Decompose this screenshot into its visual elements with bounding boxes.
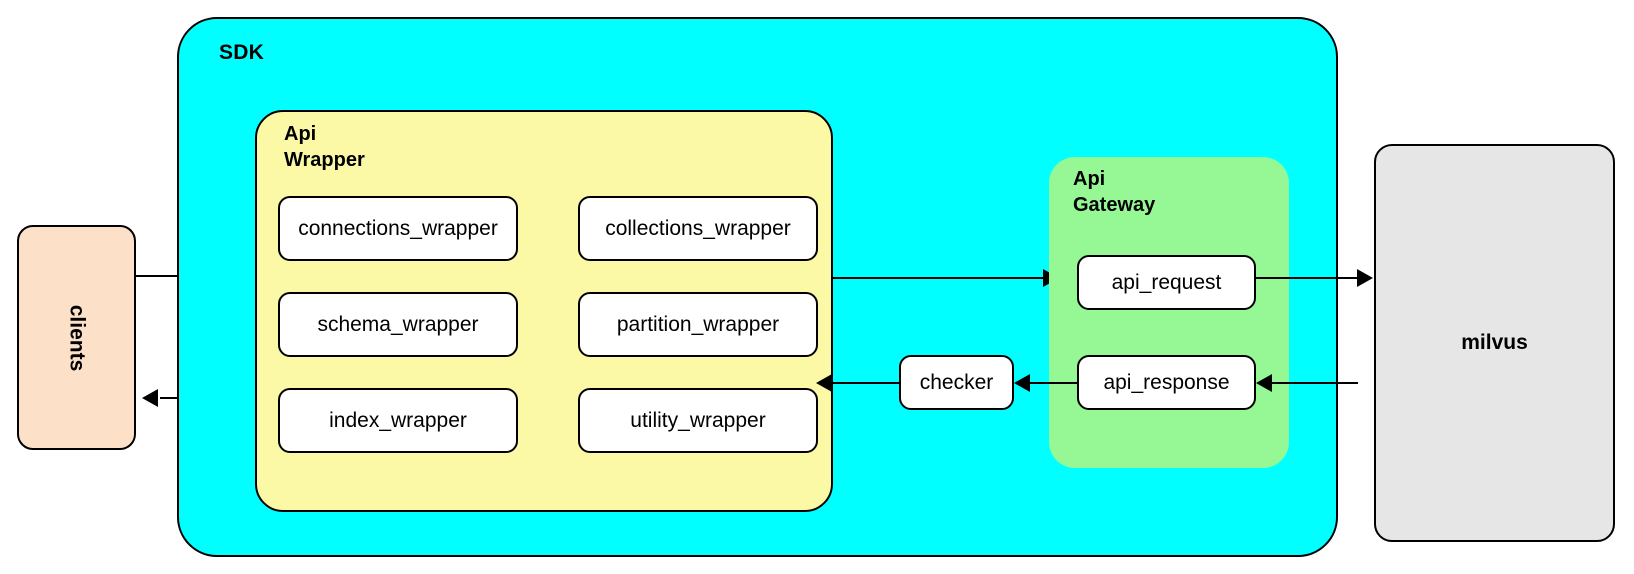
- module-label: utility_wrapper: [630, 408, 766, 432]
- api-gateway-label: Api Gateway: [1073, 166, 1183, 218]
- milvus-node[interactable]: milvus: [1374, 144, 1615, 542]
- api-wrapper-label-line1: Api: [284, 123, 317, 145]
- gateway-node-api-request[interactable]: api_request: [1077, 255, 1256, 310]
- checker-label: checker: [919, 370, 994, 394]
- connector-wrapper-to-clients-arrowhead: [142, 389, 158, 407]
- gateway-node-label: api_response: [1103, 370, 1230, 394]
- module-connections-wrapper[interactable]: connections_wrapper: [278, 196, 518, 261]
- module-schema-wrapper[interactable]: schema_wrapper: [278, 292, 518, 357]
- gateway-node-label: api_request: [1111, 270, 1222, 294]
- module-partition-wrapper[interactable]: partition_wrapper: [578, 292, 818, 357]
- connector-checker-to-wrapper-arrowhead: [816, 374, 832, 392]
- connector-milvus-to-response-arrowhead: [1256, 374, 1272, 392]
- module-index-wrapper[interactable]: index_wrapper: [278, 388, 518, 453]
- checker-node[interactable]: checker: [899, 355, 1014, 410]
- module-label: connections_wrapper: [298, 216, 498, 240]
- api-gateway-container: Api Gateway: [1049, 157, 1289, 468]
- connector-checker-to-wrapper-line: [832, 382, 899, 384]
- connector-response-to-checker-arrowhead: [1014, 374, 1030, 392]
- milvus-label: milvus: [1461, 331, 1528, 354]
- module-label: collections_wrapper: [605, 216, 791, 240]
- connector-wrapper-to-gateway-line: [832, 277, 1056, 279]
- api-wrapper-label-line2: Wrapper: [284, 148, 365, 171]
- connector-request-to-milvus-arrowhead: [1357, 269, 1373, 287]
- api-gateway-label-line1: Api: [1073, 168, 1106, 190]
- module-label: partition_wrapper: [616, 312, 780, 336]
- module-utility-wrapper[interactable]: utility_wrapper: [578, 388, 818, 453]
- api-gateway-label-line2: Gateway: [1073, 194, 1156, 216]
- gateway-node-api-response[interactable]: api_response: [1077, 355, 1256, 410]
- clients-node[interactable]: clients: [17, 225, 136, 450]
- sdk-label: SDK: [219, 41, 264, 64]
- module-collections-wrapper[interactable]: collections_wrapper: [578, 196, 818, 261]
- clients-label: clients: [65, 304, 89, 371]
- module-label: schema_wrapper: [317, 312, 479, 336]
- connector-request-to-milvus-line: [1256, 277, 1358, 279]
- connector-response-to-checker-line: [1030, 382, 1077, 384]
- api-wrapper-label: Api Wrapper: [284, 122, 394, 173]
- module-label: index_wrapper: [329, 408, 467, 432]
- connector-milvus-to-response-line: [1272, 382, 1358, 384]
